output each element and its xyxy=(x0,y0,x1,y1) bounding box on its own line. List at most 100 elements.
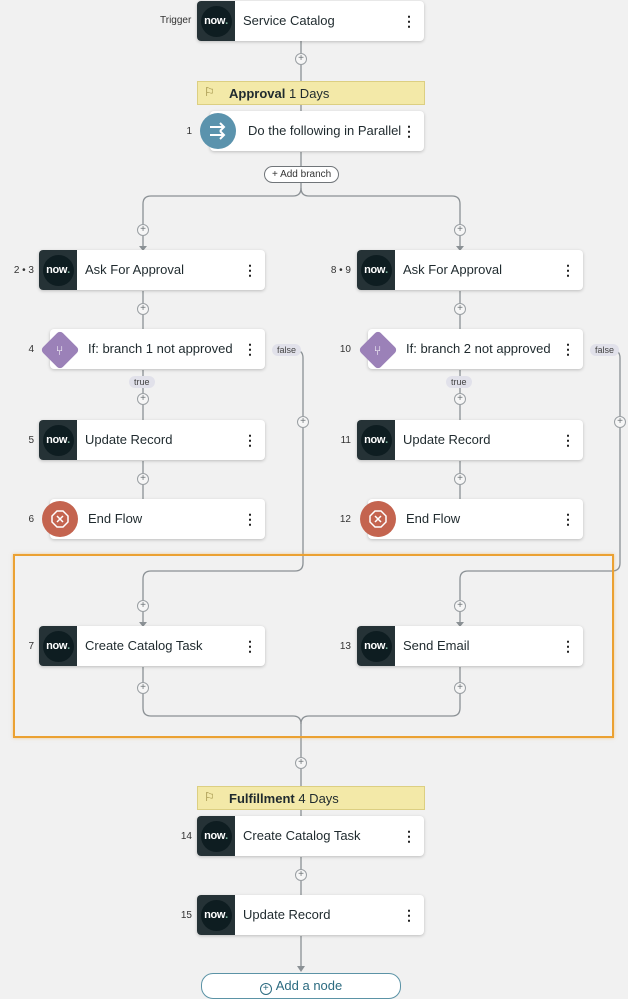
add-step-button[interactable]: + xyxy=(137,393,149,405)
now-logo-icon: now. xyxy=(357,626,395,666)
step-label: Create Catalog Task xyxy=(85,638,203,653)
step-number: 10 xyxy=(339,344,351,355)
step-label: Update Record xyxy=(403,432,491,447)
kebab-menu-icon[interactable]: ⋮ xyxy=(243,638,257,654)
add-step-button[interactable]: + xyxy=(295,757,307,769)
ask-approval-card[interactable]: now. Ask For Approval ⋮ xyxy=(357,250,583,290)
step-label: Ask For Approval xyxy=(85,262,184,277)
step-label: End Flow xyxy=(88,511,143,526)
now-logo-icon: now. xyxy=(39,626,77,666)
kebab-menu-icon[interactable]: ⋮ xyxy=(402,13,416,29)
step-label: End Flow xyxy=(406,511,461,526)
fulfillment-stage[interactable]: ⚐ Fulfillment 4 Days xyxy=(197,786,425,810)
now-logo-icon: now. xyxy=(197,1,235,41)
now-logo-icon: now. xyxy=(39,250,77,290)
kebab-menu-icon[interactable]: ⋮ xyxy=(561,432,575,448)
flag-icon: ⚐ xyxy=(204,85,215,99)
stage-title: Approval xyxy=(229,86,286,101)
end-flow-card[interactable]: End Flow ⋮ xyxy=(50,499,265,539)
add-step-button[interactable]: + xyxy=(454,224,466,236)
add-step-button[interactable]: + xyxy=(137,600,149,612)
step-label: Update Record xyxy=(85,432,173,447)
kebab-menu-icon[interactable]: ⋮ xyxy=(561,262,575,278)
kebab-menu-icon[interactable]: ⋮ xyxy=(561,341,575,357)
add-step-button[interactable]: + xyxy=(295,869,307,881)
plus-icon: + xyxy=(259,983,272,995)
step-number: 4 xyxy=(28,344,34,355)
if-condition-card[interactable]: If: branch 1 not approved ⋮ xyxy=(50,329,265,369)
kebab-menu-icon[interactable]: ⋮ xyxy=(561,638,575,654)
stop-x-icon xyxy=(42,501,78,537)
add-step-button[interactable]: + xyxy=(297,416,309,428)
step-number: 11 xyxy=(340,435,351,446)
kebab-menu-icon[interactable]: ⋮ xyxy=(402,828,416,844)
step-number: 15 xyxy=(180,910,192,921)
add-node-label: Add a node xyxy=(275,978,343,993)
add-step-button[interactable]: + xyxy=(454,600,466,612)
trigger-label: Trigger xyxy=(160,15,192,26)
kebab-menu-icon[interactable]: ⋮ xyxy=(402,907,416,923)
now-logo-icon: now. xyxy=(197,816,235,856)
true-tag: true xyxy=(129,376,155,388)
kebab-menu-icon[interactable]: ⋮ xyxy=(561,511,575,527)
trigger-title: Service Catalog xyxy=(243,13,335,28)
stage-title: Fulfillment xyxy=(229,791,295,806)
add-step-button[interactable]: + xyxy=(614,416,626,428)
send-email-card[interactable]: now. Send Email ⋮ xyxy=(357,626,583,666)
add-step-button[interactable]: + xyxy=(454,473,466,485)
false-tag: false xyxy=(272,344,302,356)
step-number: 14 xyxy=(180,831,192,842)
parallel-label: Do the following in Parallel xyxy=(248,123,402,138)
kebab-menu-icon[interactable]: ⋮ xyxy=(402,123,416,139)
add-step-button[interactable]: + xyxy=(137,224,149,236)
create-catalog-task-card[interactable]: now. Create Catalog Task ⋮ xyxy=(197,816,424,856)
add-step-button[interactable]: + xyxy=(137,473,149,485)
step-label: Ask For Approval xyxy=(403,262,502,277)
add-branch-button[interactable]: + Add branch xyxy=(264,166,340,183)
end-flow-card[interactable]: End Flow ⋮ xyxy=(368,499,583,539)
add-step-button[interactable]: + xyxy=(137,303,149,315)
parallel-arrows-icon xyxy=(200,113,236,149)
true-tag: true xyxy=(446,376,472,388)
kebab-menu-icon[interactable]: ⋮ xyxy=(243,341,257,357)
approval-stage[interactable]: ⚐ Approval 1 Days xyxy=(197,81,425,105)
kebab-menu-icon[interactable]: ⋮ xyxy=(243,262,257,278)
trigger-card[interactable]: now. Service Catalog ⋮ xyxy=(197,1,424,41)
now-logo-icon: now. xyxy=(357,420,395,460)
step-number: 6 xyxy=(28,514,34,525)
step-label: If: branch 2 not approved xyxy=(406,341,551,356)
step-label: Send Email xyxy=(403,638,470,653)
add-step-button[interactable]: + xyxy=(454,303,466,315)
update-record-card[interactable]: now. Update Record ⋮ xyxy=(39,420,265,460)
kebab-menu-icon[interactable]: ⋮ xyxy=(243,432,257,448)
step-number: 13 xyxy=(339,641,351,652)
ask-approval-card[interactable]: now. Ask For Approval ⋮ xyxy=(39,250,265,290)
now-logo-icon: now. xyxy=(357,250,395,290)
stop-x-icon xyxy=(360,501,396,537)
now-logo-icon: now. xyxy=(197,895,235,935)
create-catalog-task-card[interactable]: now. Create Catalog Task ⋮ xyxy=(39,626,265,666)
stage-duration: 4 Days xyxy=(298,791,339,806)
parallel-card[interactable]: Do the following in Parallel ⋮ xyxy=(210,111,424,151)
if-condition-card[interactable]: If: branch 2 not approved ⋮ xyxy=(368,329,583,369)
step-number: 5 xyxy=(28,435,34,446)
add-node-button[interactable]: +Add a node xyxy=(201,973,401,999)
add-step-button[interactable]: + xyxy=(137,682,149,694)
kebab-menu-icon[interactable]: ⋮ xyxy=(243,511,257,527)
step-number: 12 xyxy=(339,514,351,525)
false-tag: false xyxy=(590,344,620,356)
add-step-button[interactable]: + xyxy=(454,393,466,405)
update-record-card[interactable]: now. Update Record ⋮ xyxy=(197,895,424,935)
add-step-button[interactable]: + xyxy=(295,53,307,65)
step-label: Update Record xyxy=(243,907,331,922)
add-step-button[interactable]: + xyxy=(454,682,466,694)
update-record-card[interactable]: now. Update Record ⋮ xyxy=(357,420,583,460)
step-number: 8 • 9 xyxy=(330,265,351,276)
stage-duration: 1 Days xyxy=(288,86,330,101)
step-number: 2 • 3 xyxy=(13,265,34,276)
step-label: If: branch 1 not approved xyxy=(88,341,233,356)
step-number: 1 xyxy=(186,126,192,137)
step-label: Create Catalog Task xyxy=(243,828,361,843)
now-logo-icon: now. xyxy=(39,420,77,460)
